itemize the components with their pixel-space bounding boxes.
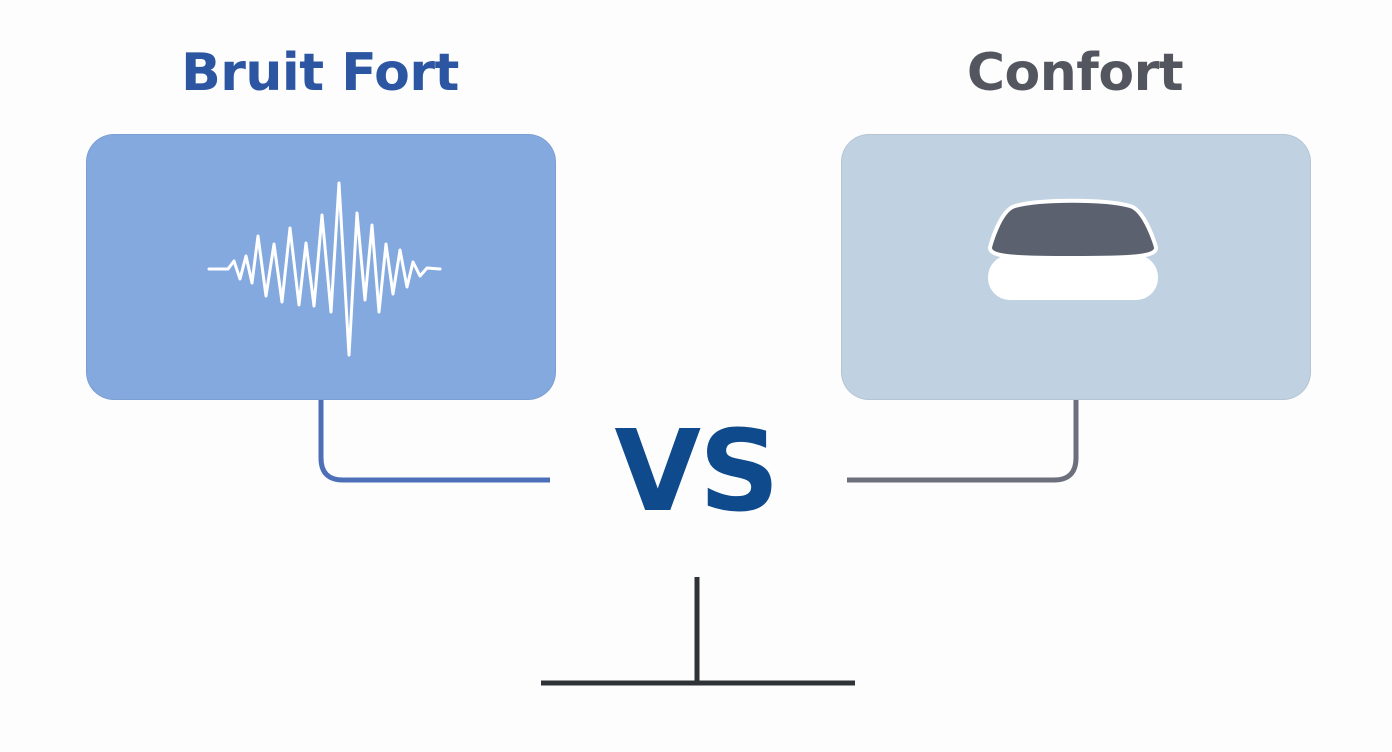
left-title: Bruit Fort: [181, 43, 459, 103]
right-title: Confort: [966, 43, 1184, 103]
loud-noise-panel: [86, 134, 556, 400]
right-connector: [847, 400, 1079, 483]
cushion-icon: [987, 198, 1159, 300]
balance-stand: [541, 577, 855, 686]
versus-label: VS: [614, 407, 779, 537]
left-connector: [318, 400, 550, 483]
sound-wave-icon: [207, 181, 442, 357]
